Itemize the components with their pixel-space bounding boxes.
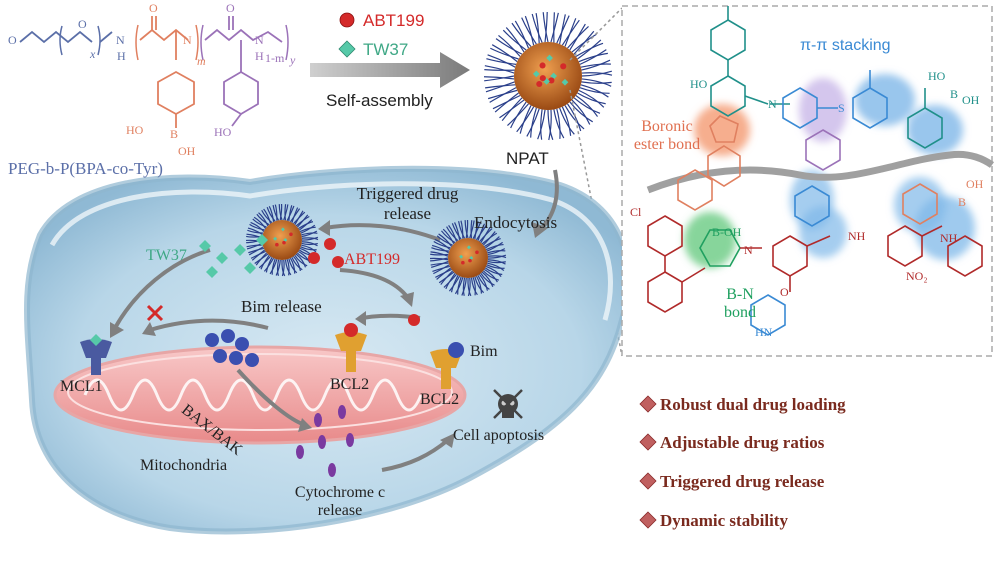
- chem-ho-top: HO: [690, 77, 708, 91]
- chem-s-top: S: [838, 101, 845, 115]
- npat-label: NPAT: [506, 149, 549, 168]
- polymer-structure: [19, 16, 289, 128]
- interaction-highlights: [684, 74, 975, 268]
- chem-nh-right: NH: [940, 231, 958, 245]
- peg-n-label: N: [116, 33, 125, 47]
- polymer-name: PEG-b-P(BPA-co-Tyr): [8, 159, 163, 178]
- abt199-structure-top: [710, 6, 943, 149]
- polymer-backbone-wave: [646, 150, 995, 194]
- abt199-legend-label: ABT199: [363, 11, 425, 30]
- self-assembly-arrow: [310, 52, 470, 88]
- peg-x-sub: x: [90, 47, 96, 61]
- npat-nanoparticle: [483, 11, 613, 141]
- bn-bond-label: B-N bond: [724, 286, 756, 322]
- bpa-m-sub: m: [197, 54, 206, 68]
- triggered-release-label: Triggered drug release: [356, 184, 459, 223]
- pathway-arrows: [113, 169, 559, 472]
- chem-no2-label: NO₂: [906, 269, 928, 283]
- tw37-cell-label: TW37: [146, 247, 187, 264]
- bpa-o-label: O: [149, 1, 158, 15]
- diamond-bullet-icon: [639, 433, 657, 451]
- feature-item-4: Dynamic stability: [660, 511, 788, 530]
- chem-n-mid: N: [744, 243, 753, 257]
- tyr-ho-label: HO: [214, 125, 232, 139]
- apoptosis-label: Cell apoptosis: [453, 427, 545, 444]
- cytochrome-label: Cytochrome c release: [294, 484, 386, 520]
- bpa-b-label: B: [170, 127, 179, 141]
- bcl2-protein-left: [335, 323, 367, 372]
- tyr-o-label: O: [226, 1, 235, 15]
- chem-b-right: B: [958, 195, 967, 209]
- chem-o-mid: O: [780, 285, 789, 299]
- tyr-1m-sub: 1-m: [265, 51, 285, 65]
- peg-h-label: H: [117, 49, 126, 63]
- chem-nh-bottom: NH: [848, 229, 866, 243]
- bim-proteins: [205, 329, 259, 367]
- chem-cl-label: Cl: [630, 205, 642, 219]
- feature-item-2: Adjustable drug ratios: [660, 433, 825, 452]
- block-x-icon: [146, 304, 164, 322]
- abt199-dot-icon: [339, 12, 355, 28]
- chem-ho-top2: HO: [928, 69, 946, 83]
- diamond-bullet-icon: [639, 472, 657, 490]
- chem-hn-label: HN: [755, 325, 773, 339]
- tw37-molecules: [199, 234, 268, 278]
- bpa-oh-label: OH: [178, 144, 196, 158]
- diamond-bullet-icon: [639, 511, 657, 529]
- bcl2-label-right: BCL2: [420, 391, 460, 408]
- boronic-ester-label: Boronic ester bond: [633, 118, 701, 154]
- tw37-diamond-icon: [338, 40, 356, 58]
- mitochondria-label: Mitochondria: [140, 457, 228, 474]
- endocytosed-nanoparticle: [429, 219, 507, 297]
- bpa-ho-label: HO: [126, 123, 144, 137]
- peg-o-label: O: [8, 33, 17, 47]
- mcl1-label: MCL1: [60, 378, 103, 395]
- pi-stacking-label: π-π stacking: [800, 37, 891, 54]
- tw37-legend-label: TW37: [363, 40, 409, 59]
- chem-n-top: N: [768, 97, 777, 111]
- tyr-ring-chem: [805, 129, 841, 171]
- chem-oh-right: OH: [966, 177, 984, 191]
- chem-oh-top: OH: [962, 93, 980, 107]
- feature-bullets: [639, 395, 657, 529]
- chem-b-top: B: [950, 87, 959, 101]
- boronic-ester-ring: [707, 115, 741, 187]
- backbone-pendant-rings: [677, 169, 938, 227]
- mcl1-protein: [80, 334, 112, 375]
- abt199-cell-label: ABT199: [344, 251, 400, 268]
- bcl2-label-left: BCL2: [330, 376, 370, 393]
- arrow-heads: [110, 220, 548, 448]
- bcl2-protein-right: [430, 342, 464, 389]
- self-assembly-label: Self-assembly: [326, 91, 433, 110]
- polymer-y-sub: y: [290, 53, 296, 67]
- skull-icon: [493, 389, 523, 419]
- tyr-n-label: N: [255, 33, 264, 47]
- feature-item-3: Triggered drug release: [660, 472, 825, 491]
- abt199-molecules: [308, 238, 420, 326]
- peg-o2-label: O: [78, 17, 87, 31]
- endocytosis-label: Endocytosis: [474, 213, 558, 232]
- diamond-bullet-icon: [639, 395, 657, 413]
- feature-item-1: Robust dual drug loading: [660, 395, 846, 414]
- cytochrome-c: [296, 405, 354, 477]
- chem-b-oh-label: B-OH: [712, 225, 742, 239]
- bpa-n-label: N: [183, 33, 192, 47]
- abt199-structure-bottom: [647, 215, 983, 336]
- tyr-h-label: H: [255, 49, 264, 63]
- bim-label: Bim: [470, 343, 498, 360]
- bim-release-label: Bim release: [241, 297, 322, 316]
